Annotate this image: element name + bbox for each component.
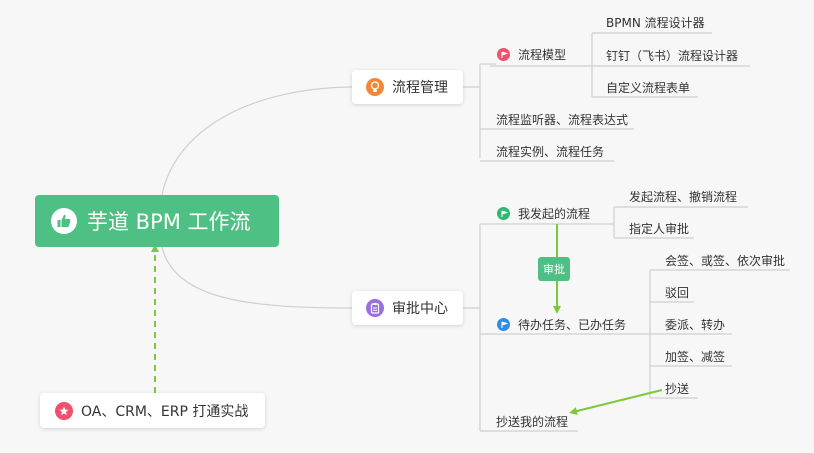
reject-node[interactable]: 驳回 bbox=[665, 286, 690, 300]
cc-arrow bbox=[569, 389, 663, 415]
edge-todo-children bbox=[649, 269, 790, 399]
todo-node[interactable]: 待办任务、已办任务 bbox=[497, 316, 626, 333]
lightbulb-icon bbox=[366, 78, 384, 96]
todo-label: 待办任务、已办任务 bbox=[518, 318, 627, 332]
edge-approval-sub bbox=[463, 224, 481, 431]
root-node[interactable]: 芋道 BPM 工作流 bbox=[35, 195, 279, 247]
flag-icon bbox=[497, 318, 510, 331]
cc-node[interactable]: 抄送 bbox=[665, 382, 690, 396]
model-label: 流程模型 bbox=[518, 48, 567, 62]
start-revoke-node[interactable]: 发起流程、撤销流程 bbox=[629, 190, 738, 204]
process-management-label: 流程管理 bbox=[392, 80, 448, 96]
flag-icon bbox=[497, 48, 510, 61]
cc-processes-node[interactable]: 抄送我的流程 bbox=[496, 415, 569, 429]
listener-node[interactable]: 流程监听器、流程表达式 bbox=[496, 113, 629, 127]
add-remove-sign-node[interactable]: 加签、减签 bbox=[665, 350, 726, 364]
flag-icon bbox=[497, 207, 510, 220]
edge-root-approval-center bbox=[161, 246, 353, 309]
model-node[interactable]: 流程模型 bbox=[497, 46, 566, 63]
countersign-node[interactable]: 会签、或签、依次审批 bbox=[665, 254, 786, 268]
clipboard-icon bbox=[366, 299, 384, 317]
thumbs-up-icon bbox=[51, 208, 77, 234]
dingtalk-designer-node[interactable]: 钉钉（飞书）流程设计器 bbox=[606, 49, 739, 63]
delegate-transfer-node[interactable]: 委派、转办 bbox=[665, 318, 726, 332]
edge-process-sub bbox=[463, 63, 496, 158]
root-label: 芋道 BPM 工作流 bbox=[87, 210, 251, 234]
my-processes-node[interactable]: 我发起的流程 bbox=[497, 205, 590, 222]
edge-root-process-management bbox=[161, 86, 353, 196]
instance-node[interactable]: 流程实例、流程任务 bbox=[496, 145, 605, 159]
bpmn-designer-node[interactable]: BPMN 流程设计器 bbox=[606, 16, 705, 30]
edge-my-children bbox=[613, 206, 748, 239]
approval-center-node[interactable]: 审批中心 bbox=[352, 291, 463, 325]
integration-label: OA、CRM、ERP 打通实战 bbox=[81, 403, 249, 420]
integration-node[interactable]: OA、CRM、ERP 打通实战 bbox=[40, 393, 265, 428]
approval-center-label: 审批中心 bbox=[392, 301, 448, 317]
custom-form-node[interactable]: 自定义流程表单 bbox=[606, 81, 691, 95]
process-management-node[interactable]: 流程管理 bbox=[352, 70, 463, 104]
my-processes-label: 我发起的流程 bbox=[518, 207, 591, 221]
assign-approver-node[interactable]: 指定人审批 bbox=[629, 222, 690, 236]
approve-badge: 审批 bbox=[538, 257, 570, 281]
star-icon bbox=[55, 401, 73, 420]
edge-model-children bbox=[591, 32, 750, 98]
